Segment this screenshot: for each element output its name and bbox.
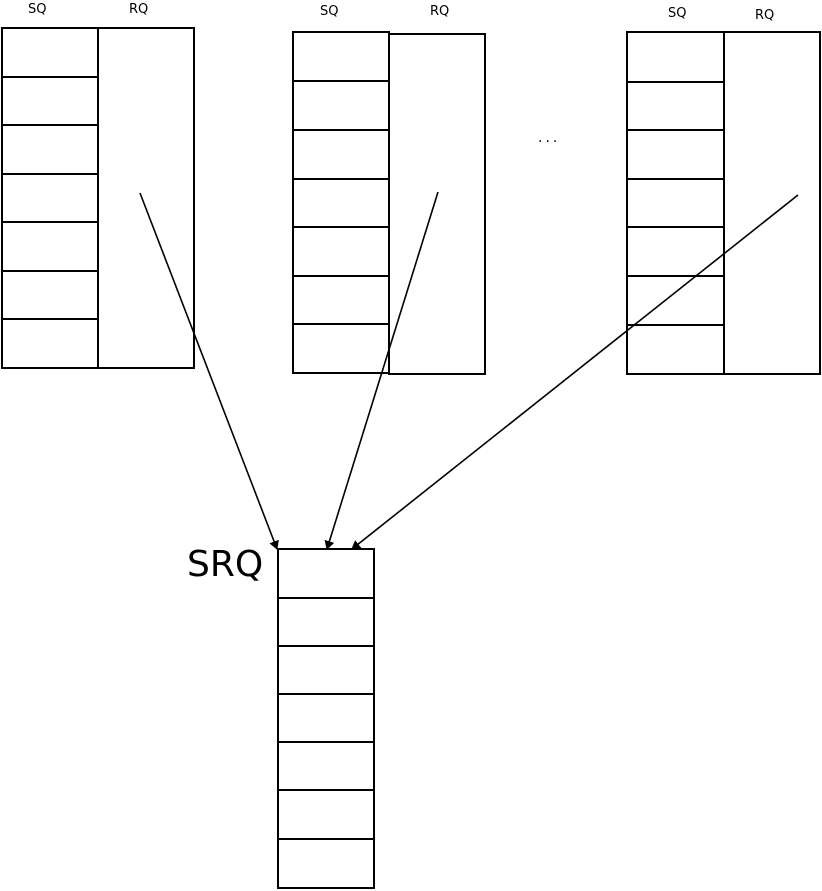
arrow-rq1-to-srq xyxy=(139,192,279,550)
srq-box xyxy=(277,548,375,889)
rq-label: RQ xyxy=(129,2,148,17)
sq-box xyxy=(292,31,390,374)
arrow-rq2-to-srq xyxy=(324,191,439,550)
arrow-rq3-to-srq xyxy=(351,194,799,550)
sq-label: SQ xyxy=(320,4,338,19)
rq-label: RQ xyxy=(755,8,774,23)
rq-label: RQ xyxy=(430,4,449,19)
srq: SRQ xyxy=(187,544,375,889)
rq-box xyxy=(97,27,195,369)
sq-label: SQ xyxy=(28,2,46,17)
sq-box xyxy=(1,27,99,369)
sq-box xyxy=(626,31,725,375)
ellipsis-text: ... xyxy=(538,130,560,146)
queue-pair-3: SQ RQ xyxy=(626,6,821,375)
rq-box xyxy=(723,31,821,375)
rq-box xyxy=(388,33,486,375)
queue-pair-2: SQ RQ xyxy=(292,4,486,375)
queue-pair-1: SQ RQ xyxy=(1,2,195,369)
sq-label: SQ xyxy=(668,6,686,21)
srq-label: SRQ xyxy=(187,544,263,585)
